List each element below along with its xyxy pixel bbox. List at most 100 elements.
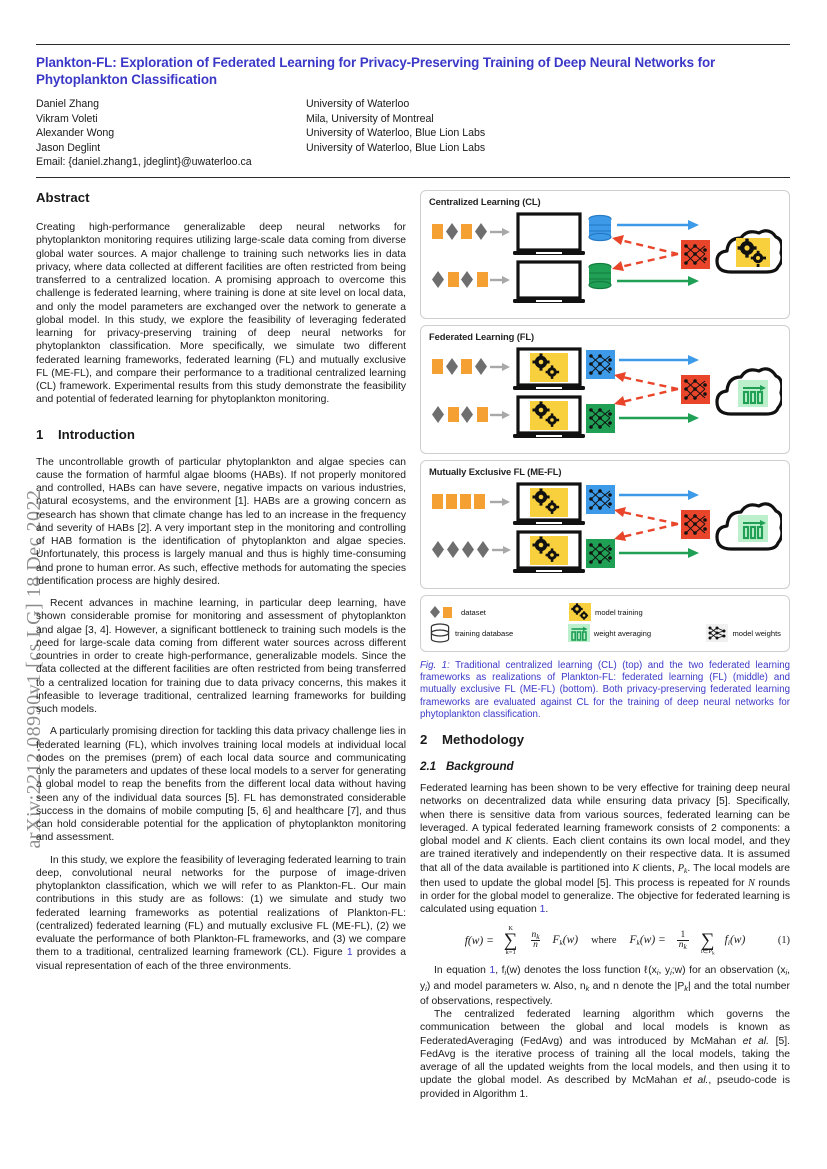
figure-caption-label: Fig. 1: bbox=[420, 660, 450, 671]
bg-p3-part2: [5]. FedAvg is the iterative process of … bbox=[420, 1035, 790, 1087]
bg-p2-part7: ) and model parameters w. Also, n bbox=[426, 980, 586, 992]
gray-arrow-icon bbox=[490, 228, 510, 236]
author-affiliation-block: Daniel Zhang Vikram Voleti Alexander Won… bbox=[36, 97, 790, 170]
model-weights-icon bbox=[586, 485, 615, 514]
section-number: 1 bbox=[36, 426, 44, 442]
equation-reference-link[interactable]: 1 bbox=[489, 965, 496, 977]
weight-averaging-icon bbox=[738, 515, 768, 542]
neural-net-icon bbox=[706, 624, 729, 642]
figure-panel-centralized-learning: Centralized Learning (CL) bbox=[420, 190, 790, 319]
math-var-Pk: Pk bbox=[677, 862, 688, 875]
section-title: Introduction bbox=[58, 426, 135, 442]
summation-1: K ∑ k=1 bbox=[503, 925, 518, 956]
weight-averaging-icon bbox=[738, 380, 768, 407]
upload-arrow-green bbox=[619, 413, 699, 423]
figure-caption-text: Traditional centralized learning (CL) (t… bbox=[420, 660, 790, 720]
dataset-icon bbox=[432, 271, 488, 288]
section-number: 2 bbox=[420, 732, 428, 748]
figure-panel-mutually-exclusive-fl: Mutually Exclusive FL (ME-FL) bbox=[420, 460, 790, 589]
subsection-number: 2.1 bbox=[420, 760, 437, 774]
affiliations-column: University of Waterloo Mila, University … bbox=[306, 97, 726, 170]
legend-item-weight-averaging: weight averaging bbox=[567, 624, 707, 642]
bg-p2-part1: In equation bbox=[434, 965, 490, 977]
sum-lower-limit: k=1 bbox=[505, 948, 516, 956]
panel-title-mefl: Mutually Exclusive FL (ME-FL) bbox=[429, 466, 562, 477]
figure-caption: Fig. 1: Traditional centralized learning… bbox=[420, 660, 790, 721]
panel-title-cl: Centralized Learning (CL) bbox=[429, 196, 541, 207]
affiliation: University of Waterloo, Blue Lion Labs bbox=[306, 127, 486, 140]
legend-label: model training bbox=[595, 607, 643, 617]
gray-arrow-icon bbox=[490, 411, 510, 419]
figure-reference-link[interactable]: 1 bbox=[346, 947, 353, 959]
gray-arrow-icon bbox=[490, 363, 510, 371]
bg-p1-part4: . The local models are then used to upda… bbox=[420, 862, 790, 889]
download-arrows-red bbox=[614, 507, 679, 541]
paper-header: Plankton-FL: Exploration of Federated Le… bbox=[36, 54, 790, 170]
sigma-glyph: ∑ bbox=[700, 929, 715, 951]
download-arrows-red bbox=[614, 372, 679, 406]
header-rule-top bbox=[36, 44, 790, 45]
gray-arrow-icon bbox=[492, 546, 511, 554]
fraction-numerator: nk bbox=[531, 929, 540, 941]
bg-p2-part5: ;w) for an observation (x bbox=[671, 965, 786, 977]
legend-label: model weights bbox=[732, 628, 781, 638]
background-paragraph-1: Federated learning has been shown to be … bbox=[420, 782, 790, 917]
weight-averaging-icon bbox=[567, 624, 590, 642]
legend-item-dataset: dataset bbox=[429, 605, 569, 619]
equation-term-fi: fi(w) bbox=[724, 934, 746, 948]
model-weights-icon bbox=[586, 350, 615, 379]
sum2-lower-limit: i∈Pk bbox=[700, 948, 715, 957]
intro-paragraph-3: A particularly promising direction for t… bbox=[36, 726, 406, 844]
intro-paragraph-1: The uncontrollable growth of particular … bbox=[36, 456, 406, 587]
author-name: Alexander Wong bbox=[36, 127, 115, 140]
gears-icon bbox=[736, 238, 770, 267]
bg-p2-part4: , y bbox=[658, 965, 671, 977]
equation-body: f(w) = K ∑ k=1 nk n Fk(w) where Fk(w) = … bbox=[465, 925, 746, 957]
legend-row-2: training database bbox=[429, 623, 781, 643]
database-icon bbox=[588, 262, 612, 290]
bg-p1-part6: . bbox=[545, 904, 549, 916]
figure-legend: dataset bbox=[420, 595, 790, 652]
upload-arrow-green bbox=[617, 276, 699, 286]
background-paragraph-2: In equation 1, fi(w) denotes the loss fu… bbox=[420, 965, 791, 1007]
bg-p1-part2: clients. Each client contains its own lo… bbox=[420, 836, 790, 874]
figure-panel-federated-learning: Federated Learning (FL) bbox=[420, 325, 790, 454]
neural-net-icon bbox=[681, 510, 710, 539]
sigma-glyph: ∑ bbox=[503, 930, 518, 952]
laptop-training-icon bbox=[513, 530, 585, 573]
intro-paragraph-4: In this study, we explore the feasibilit… bbox=[36, 854, 406, 973]
equation-1: f(w) = K ∑ k=1 nk n Fk(w) where Fk(w) = … bbox=[420, 925, 790, 957]
bg-p2-part6: , y bbox=[420, 965, 791, 992]
gray-arrow-icon bbox=[490, 276, 510, 284]
fraction-denominator: n bbox=[531, 940, 540, 951]
left-column: Abstract Creating high-performance gener… bbox=[36, 190, 406, 982]
neural-net-icon bbox=[681, 240, 710, 269]
bg-p1-part5: rounds in order for the global model to … bbox=[420, 877, 790, 916]
legend-item-model-training: model training bbox=[569, 603, 709, 621]
abstract-heading: Abstract bbox=[36, 190, 90, 205]
upload-arrow-blue bbox=[617, 220, 699, 230]
legend-row-1: dataset bbox=[429, 603, 781, 621]
gray-arrow-icon bbox=[490, 498, 510, 506]
equation-reference-link[interactable]: 1 bbox=[539, 904, 546, 916]
section-title: Methodology bbox=[442, 732, 525, 748]
upload-arrow-blue bbox=[619, 355, 699, 365]
fraction-denominator: nk bbox=[676, 940, 689, 952]
download-arrows-red bbox=[612, 235, 679, 271]
math-var-N: N bbox=[748, 877, 755, 889]
diagram-cl bbox=[432, 212, 782, 303]
fraction-1-over-nk: 1 nk bbox=[676, 930, 689, 952]
diagram-fl bbox=[432, 347, 782, 438]
legend-item-model-weights: model weights bbox=[706, 624, 781, 642]
bg-p1-part3: clients, bbox=[639, 862, 678, 874]
laptop-training-icon bbox=[513, 395, 585, 438]
subsection-title: Background bbox=[446, 760, 514, 774]
affiliation: University of Waterloo, Blue Lion Labs bbox=[306, 141, 486, 154]
laptop-training-icon bbox=[513, 347, 585, 390]
dataset-icon bbox=[432, 223, 487, 240]
dataset-icon bbox=[432, 494, 485, 509]
citation-et-al: et al. bbox=[683, 1075, 709, 1087]
panel-title-fl: Federated Learning (FL) bbox=[429, 331, 535, 342]
dataset-icon bbox=[432, 541, 489, 558]
